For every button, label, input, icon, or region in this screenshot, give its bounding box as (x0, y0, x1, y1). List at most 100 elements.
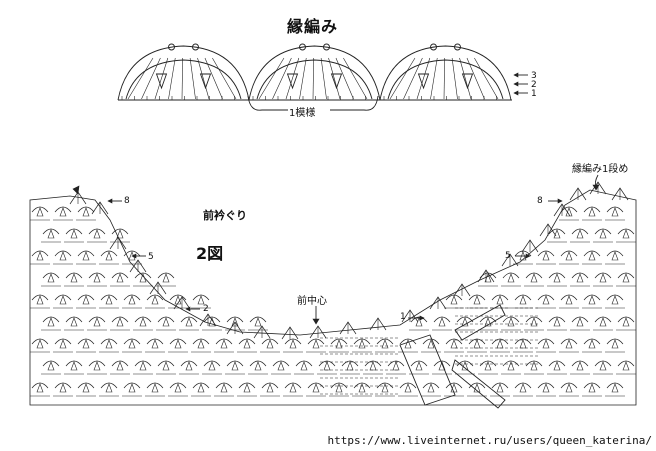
edging-stitch (343, 57, 368, 100)
motif-arc (617, 316, 635, 323)
edging-picot (323, 43, 330, 51)
motif-fan (599, 317, 607, 327)
motif-fan (151, 339, 159, 349)
motif-fan (266, 339, 274, 349)
motif-arc (353, 338, 371, 345)
edging-stitch (197, 57, 210, 100)
motif-fan (174, 295, 182, 305)
motif-fan (484, 317, 492, 327)
motif-arc (491, 382, 509, 389)
motif-arc (203, 316, 221, 323)
motif-arc (65, 360, 83, 367)
motif-fan (381, 339, 389, 349)
motif-arc (560, 250, 578, 257)
motif-arc (31, 206, 49, 213)
edging-row1-arrowhead (592, 184, 600, 191)
motif-arc (468, 382, 486, 389)
motif-fan (243, 339, 251, 349)
row-arrowhead (513, 72, 519, 78)
motif-fan (82, 207, 90, 217)
motif-arc (560, 206, 578, 213)
pineapple-lozenge (451, 359, 506, 409)
motif-arc (100, 338, 118, 345)
motif-arc (399, 382, 417, 389)
motif-arc (341, 360, 359, 367)
motif-arc (284, 338, 302, 345)
motif-arc (54, 250, 72, 257)
motif-arc (54, 206, 72, 213)
motif-arc (594, 360, 612, 367)
motif-fan (220, 383, 228, 393)
repeat-bracket-left (247, 95, 288, 111)
edging-row-label-2: 2 (531, 80, 537, 90)
motif-fan (36, 251, 44, 261)
motif-arc (606, 294, 624, 301)
motif-fan (59, 339, 67, 349)
motif-fan (335, 383, 343, 393)
edging-stitch (285, 57, 300, 100)
edging-fan (155, 73, 168, 90)
row-arrowhead (185, 306, 191, 312)
motif-arc (571, 316, 589, 323)
motif-arc (284, 382, 302, 389)
motif-fan (507, 273, 515, 283)
motif-fan (82, 339, 90, 349)
motif-arc (100, 382, 118, 389)
motif-arc (157, 316, 175, 323)
motif-fan (565, 251, 573, 261)
motif-fan (438, 317, 446, 327)
motif-fan (611, 295, 619, 305)
motif-fan (404, 339, 412, 349)
motif-arc (617, 272, 635, 279)
motif-arc (77, 250, 95, 257)
motif-fan (611, 207, 619, 217)
pineapple-lozenge (399, 334, 456, 406)
motif-arc (445, 382, 463, 389)
motif-arc (238, 382, 256, 389)
edging-stitch (320, 57, 327, 100)
motif-arc (514, 382, 532, 389)
motif-arc (88, 228, 106, 235)
motif-fan (519, 383, 527, 393)
motif-arc (456, 360, 474, 367)
edging-stitch (272, 57, 292, 100)
motif-arc (330, 338, 348, 345)
motif-arc (571, 228, 589, 235)
motif-fan (139, 361, 147, 371)
motif-arc (560, 338, 578, 345)
motif-fan (588, 339, 596, 349)
motif-arc (537, 382, 555, 389)
motif-arc (134, 272, 152, 279)
motif-fan (70, 317, 78, 327)
right-row-label-8: 8 (537, 196, 543, 206)
motif-arc (261, 382, 279, 389)
motif-fan (588, 251, 596, 261)
motif-arc (31, 382, 49, 389)
motif-fan (381, 383, 389, 393)
motif-arc (560, 294, 578, 301)
motif-arc (583, 206, 601, 213)
motif-fan (404, 383, 412, 393)
motif-fan (484, 273, 492, 283)
motif-fan (162, 317, 170, 327)
motif-fan (151, 383, 159, 393)
row-arrowhead (131, 253, 137, 259)
motif-fan (105, 251, 113, 261)
motif-fan (139, 273, 147, 283)
motif-arc (387, 360, 405, 367)
motif-fan (82, 251, 90, 261)
motif-arc (123, 338, 141, 345)
motif-arc (318, 360, 336, 367)
motif-arc (111, 228, 129, 235)
edging-stitch (389, 57, 416, 100)
motif-arc (65, 228, 83, 235)
row-arrowhead (557, 198, 563, 204)
motif-fan (47, 273, 55, 283)
motif-fan (599, 273, 607, 283)
motif-fan (507, 317, 515, 327)
motif-fan (47, 229, 55, 239)
motif-arc (410, 360, 428, 367)
edging-stitch (403, 57, 423, 100)
motif-arc (502, 316, 520, 323)
